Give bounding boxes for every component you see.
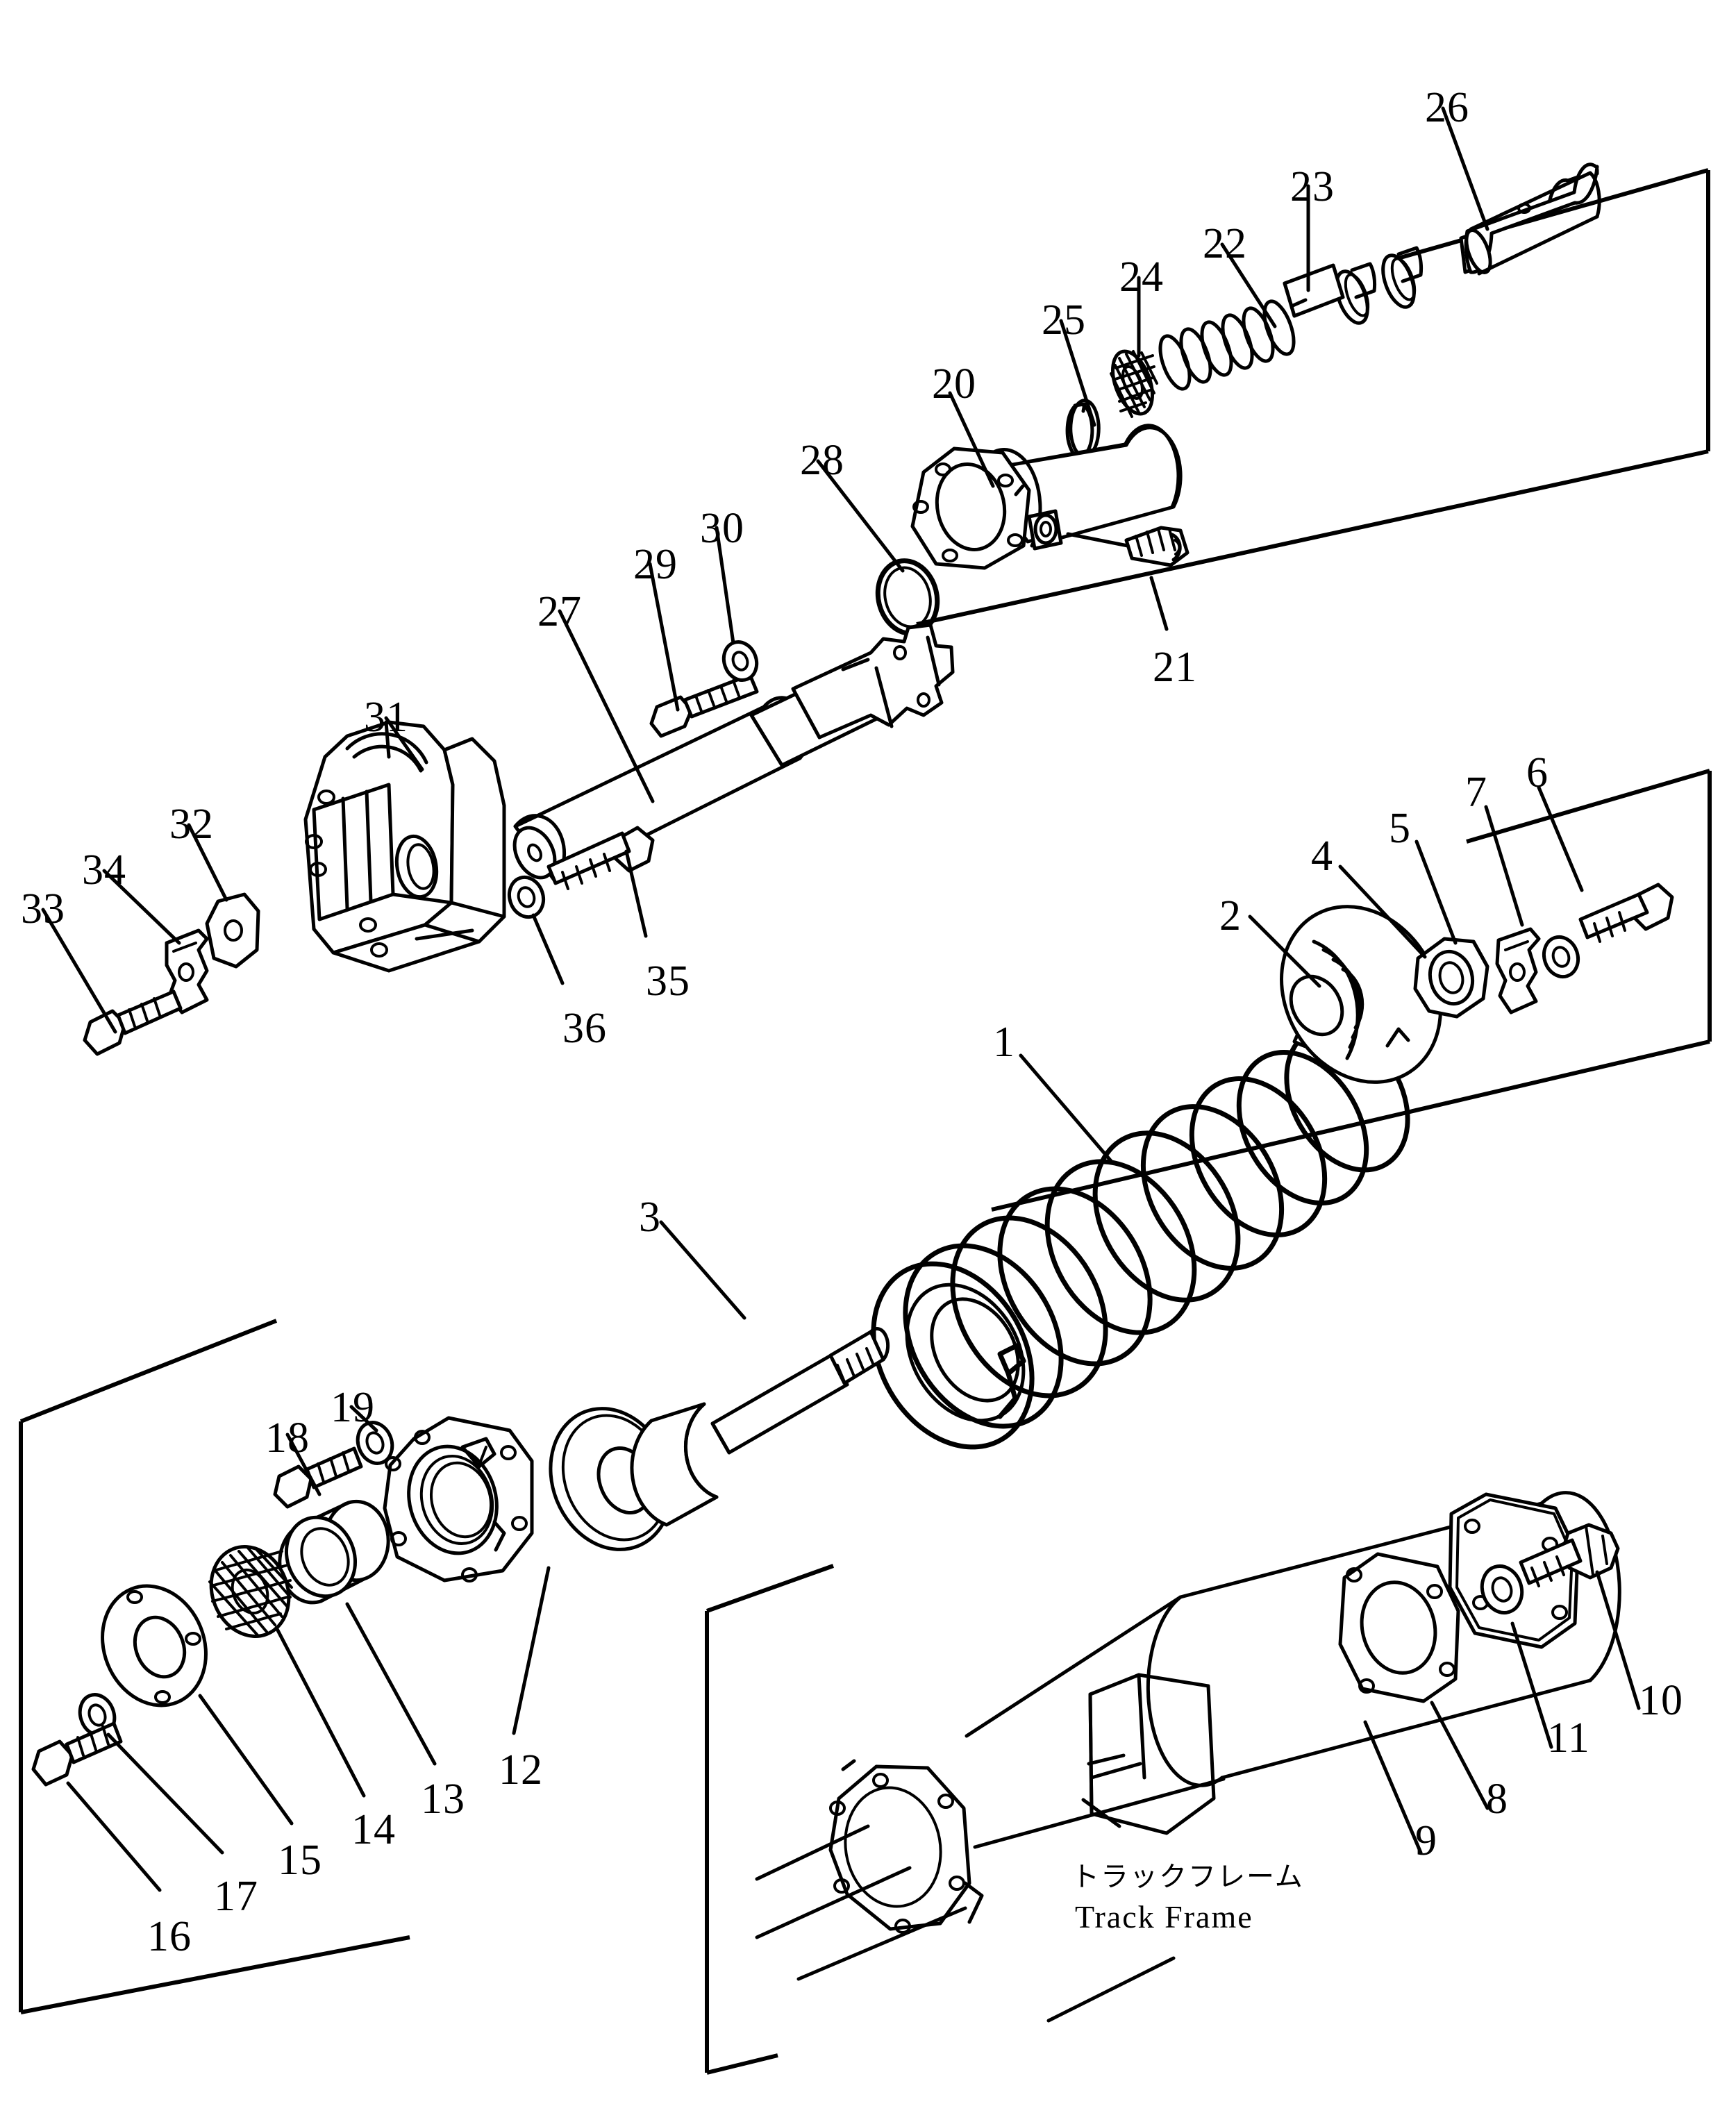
callout-35: 35 (646, 958, 690, 1005)
callout-16: 16 (147, 1913, 192, 1960)
callout-31: 31 (364, 694, 408, 741)
leader-lines (41, 106, 1641, 1892)
track-frame-label-jp: トラックフレーム (1071, 1861, 1304, 1893)
piston-rod-part-27 (512, 623, 955, 884)
spring-retainer-part-4 (1413, 937, 1489, 1019)
cylinder-pin-part-26 (1459, 162, 1601, 276)
callout-22: 22 (1203, 220, 1247, 267)
callout-3: 3 (639, 1194, 661, 1241)
track-frame-label-en: Track Frame (1075, 1899, 1253, 1935)
callout-7: 7 (1465, 769, 1487, 816)
mount-bolt-part-35 (546, 826, 655, 890)
panel-bottom-right (705, 1564, 835, 2075)
rod-bolt-part-29 (649, 673, 759, 738)
callout-13: 13 (421, 1776, 465, 1823)
callout-10: 10 (1639, 1677, 1683, 1724)
cover-gasket-part-9 (1338, 1552, 1460, 1703)
lock-plate-part-7 (1495, 927, 1541, 1014)
ball-bearing-part-24 (1110, 349, 1158, 418)
callout-6: 6 (1526, 749, 1549, 796)
callout-18: 18 (265, 1414, 310, 1462)
hex-bolt-part-6 (1578, 883, 1674, 943)
callout-2: 2 (1219, 892, 1242, 939)
callout-33: 33 (21, 885, 65, 933)
callout-5: 5 (1389, 805, 1411, 852)
callout-29: 29 (633, 541, 678, 588)
yoke-lock-plate-part-34 (165, 928, 209, 1014)
grease-fitting-part-21 (1066, 526, 1190, 567)
callout-17: 17 (214, 1873, 258, 1920)
callout-26: 26 (1425, 84, 1469, 131)
callout-11: 11 (1547, 1714, 1590, 1762)
retainer-plate-part-15 (101, 1584, 208, 1707)
valve-spring-part-22 (1158, 298, 1308, 391)
bushing-rings-part-23 (1283, 246, 1424, 325)
callout-1: 1 (993, 1019, 1015, 1066)
callout-20: 20 (932, 360, 976, 408)
cover-bolt-part-10 (1519, 1523, 1620, 1587)
callout-30: 30 (700, 505, 744, 552)
callout-21: 21 (1153, 644, 1197, 691)
panel-top-right (916, 168, 1710, 626)
bearing-housing-part-12 (383, 1416, 534, 1582)
callout-12: 12 (499, 1746, 543, 1794)
spacer-washer-part-32 (205, 892, 260, 969)
callout-36: 36 (562, 1005, 607, 1052)
rod-washer-part-30 (721, 640, 759, 682)
bearing-bushing-part-13 (278, 1499, 390, 1605)
retainer-bolt-part-16 (31, 1721, 123, 1787)
lock-washer-part-6b (1542, 935, 1580, 979)
callout-19: 19 (331, 1384, 375, 1431)
callout-28: 28 (800, 437, 844, 484)
seal-ring-part-14 (208, 1545, 293, 1638)
bolt-washer-part-11-real (1480, 1564, 1524, 1614)
mount-washer-part-36 (507, 875, 546, 919)
spring-seat-cone-part-2 (1280, 905, 1442, 1084)
callout-4: 4 (1311, 833, 1333, 880)
callout-23: 23 (1290, 163, 1335, 210)
callout-9: 9 (1415, 1817, 1437, 1864)
panel-middle-right (991, 769, 1712, 1212)
callout-32: 32 (169, 801, 214, 848)
yoke-bracket-part-31 (303, 720, 506, 973)
callout-15: 15 (278, 1837, 322, 1884)
track-frame-tube (755, 1491, 1621, 2023)
panel-bottom-left (19, 1319, 410, 2014)
spring-guide-shaft-part-3 (549, 1327, 890, 1551)
callout-25: 25 (1042, 297, 1086, 344)
housing-bolt-part-18 (273, 1446, 363, 1509)
housing-washer-part-19 (356, 1421, 394, 1465)
callout-24: 24 (1119, 253, 1164, 301)
callout-27: 27 (537, 588, 582, 635)
callout-14: 14 (351, 1806, 396, 1853)
cylinder-head-part-20 (910, 424, 1183, 570)
yoke-bolt-part-33 (83, 989, 183, 1056)
callout-34: 34 (82, 846, 126, 894)
callout-8: 8 (1486, 1776, 1508, 1823)
